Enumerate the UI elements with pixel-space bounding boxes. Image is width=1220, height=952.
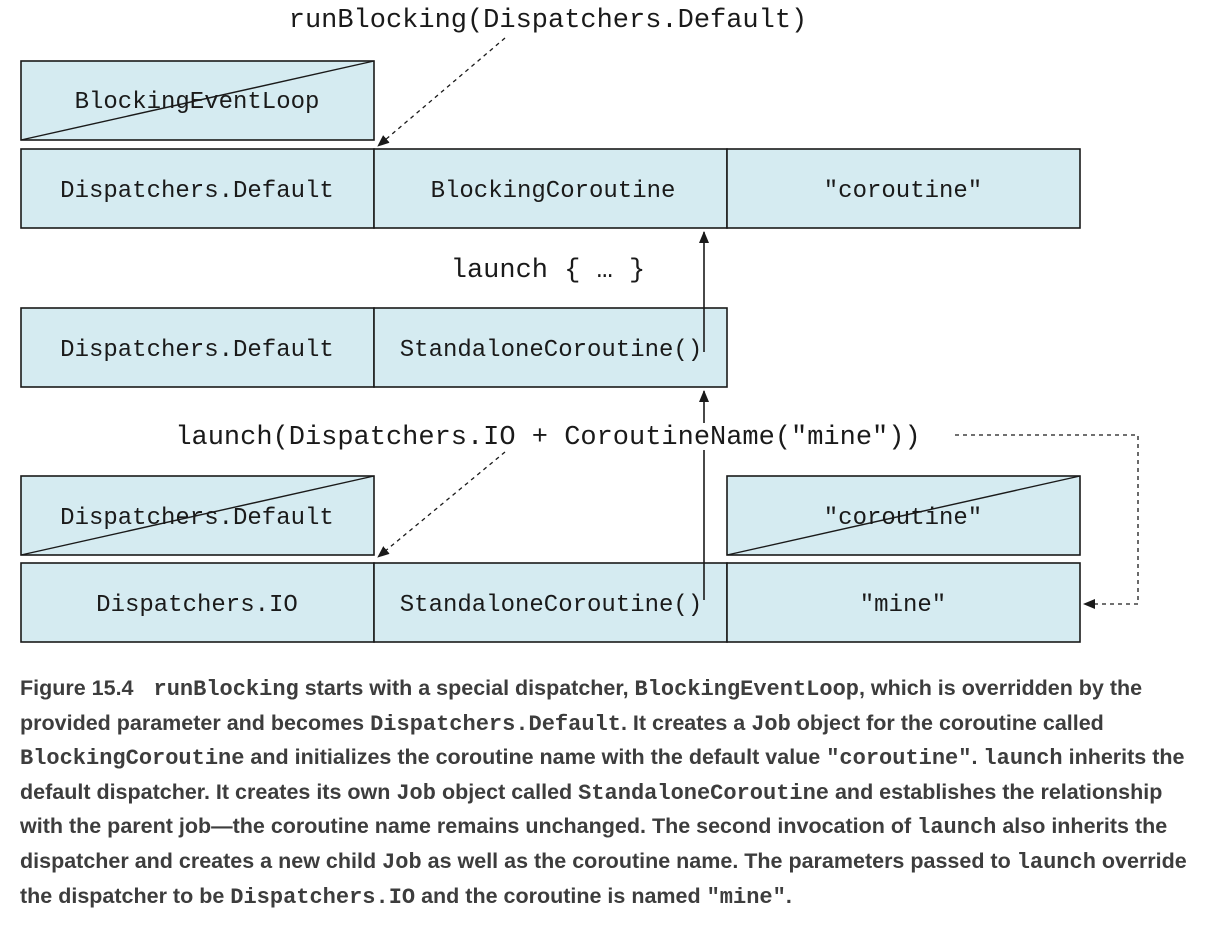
caption-code-term: Dispatchers.Default [370, 711, 621, 737]
row1-dispatcher-text: Dispatchers.Default [60, 178, 334, 205]
run-blocking-label: runBlocking(Dispatchers.Default) [289, 6, 807, 36]
caption-text: starts with a special dispatcher, [298, 676, 635, 700]
launch-context-row: Dispatchers.Default StandaloneCoroutine(… [20, 307, 728, 388]
row3-overridden-dispatcher-text: Dispatchers.Default [60, 505, 334, 532]
caption-text: override the dispatcher to be [20, 848, 1187, 908]
caption-code-term: BlockingCoroutine [20, 746, 245, 772]
overridden-default-dispatcher-cell: Dispatchers.Default [20, 475, 375, 556]
row3-dispatcher-text: Dispatchers.IO [96, 592, 298, 619]
caption-code-term: launch [983, 746, 1063, 772]
caption-code-term: "coroutine" [826, 746, 972, 772]
coroutine-name-dashed-arrow [955, 434, 1139, 609]
caption-text: . It creates a [620, 710, 752, 735]
run-blocking-context-row: Dispatchers.Default BlockingCoroutine "c… [20, 148, 1081, 229]
caption-code-term: Job [382, 849, 422, 875]
run-blocking-dashed-arrow [377, 37, 506, 147]
caption-text: , which is overridden by the provided pa… [20, 676, 1143, 735]
row3-overridden-name-text: "coroutine" [824, 505, 982, 532]
caption-text: object called [435, 779, 579, 804]
caption-code-term: Job [751, 711, 791, 737]
caption-code-term: launch [1016, 849, 1096, 875]
row1-name-text: "coroutine" [824, 178, 982, 205]
overridden-blocking-event-loop-cell: BlockingEventLoop [20, 60, 375, 141]
coroutine-context-diagram: runBlocking(Dispatchers.Default) Blockin… [20, 6, 1139, 643]
caption-text: and initializes the coroutine name with … [244, 745, 827, 770]
caption-body: runBlocking starts with a special dispat… [20, 676, 1187, 910]
caption-code-term: "mine" [706, 884, 786, 910]
overridden-coroutine-name-cell: "coroutine" [726, 475, 1081, 556]
caption-code-term: launch [917, 815, 997, 841]
caption-text: as well as the coroutine name. The param… [421, 848, 1017, 873]
launch-params-label: launch(Dispatchers.IO + CoroutineName("m… [175, 423, 920, 453]
row2-job-text: StandaloneCoroutine() [400, 337, 702, 364]
launch-with-params-context-row: Dispatchers.IO StandaloneCoroutine() "mi… [20, 562, 1081, 643]
launch-simple-label: launch { … } [451, 256, 645, 286]
caption-text: and establishes the relationship with th… [20, 779, 1163, 839]
caption-text: . [785, 883, 792, 908]
figure-number: Figure 15.4 [20, 676, 134, 700]
caption-code-term: Job [396, 780, 436, 806]
launch-params-dashed-arrow [377, 451, 506, 558]
caption-code-term: runBlocking [153, 677, 299, 702]
caption-text: inherits the default dispatcher. It crea… [20, 745, 1185, 804]
row2-dispatcher-text: Dispatchers.Default [60, 337, 334, 364]
caption-text: and the coroutine is named [415, 883, 707, 908]
caption-code-term: StandaloneCoroutine [578, 780, 829, 806]
caption-text: also inherits the dispatcher and creates… [20, 814, 1168, 873]
caption-code-term: BlockingEventLoop [634, 677, 859, 702]
row1-job-text: BlockingCoroutine [431, 178, 676, 205]
caption-text: object for the coroutine called [790, 710, 1104, 735]
row3-job-text: StandaloneCoroutine() [400, 592, 702, 619]
caption-text: . [971, 745, 984, 770]
caption-code-term: Dispatchers.IO [230, 884, 416, 910]
row3-name-text: "mine" [860, 592, 946, 619]
blocking-event-loop-text: BlockingEventLoop [75, 89, 320, 116]
